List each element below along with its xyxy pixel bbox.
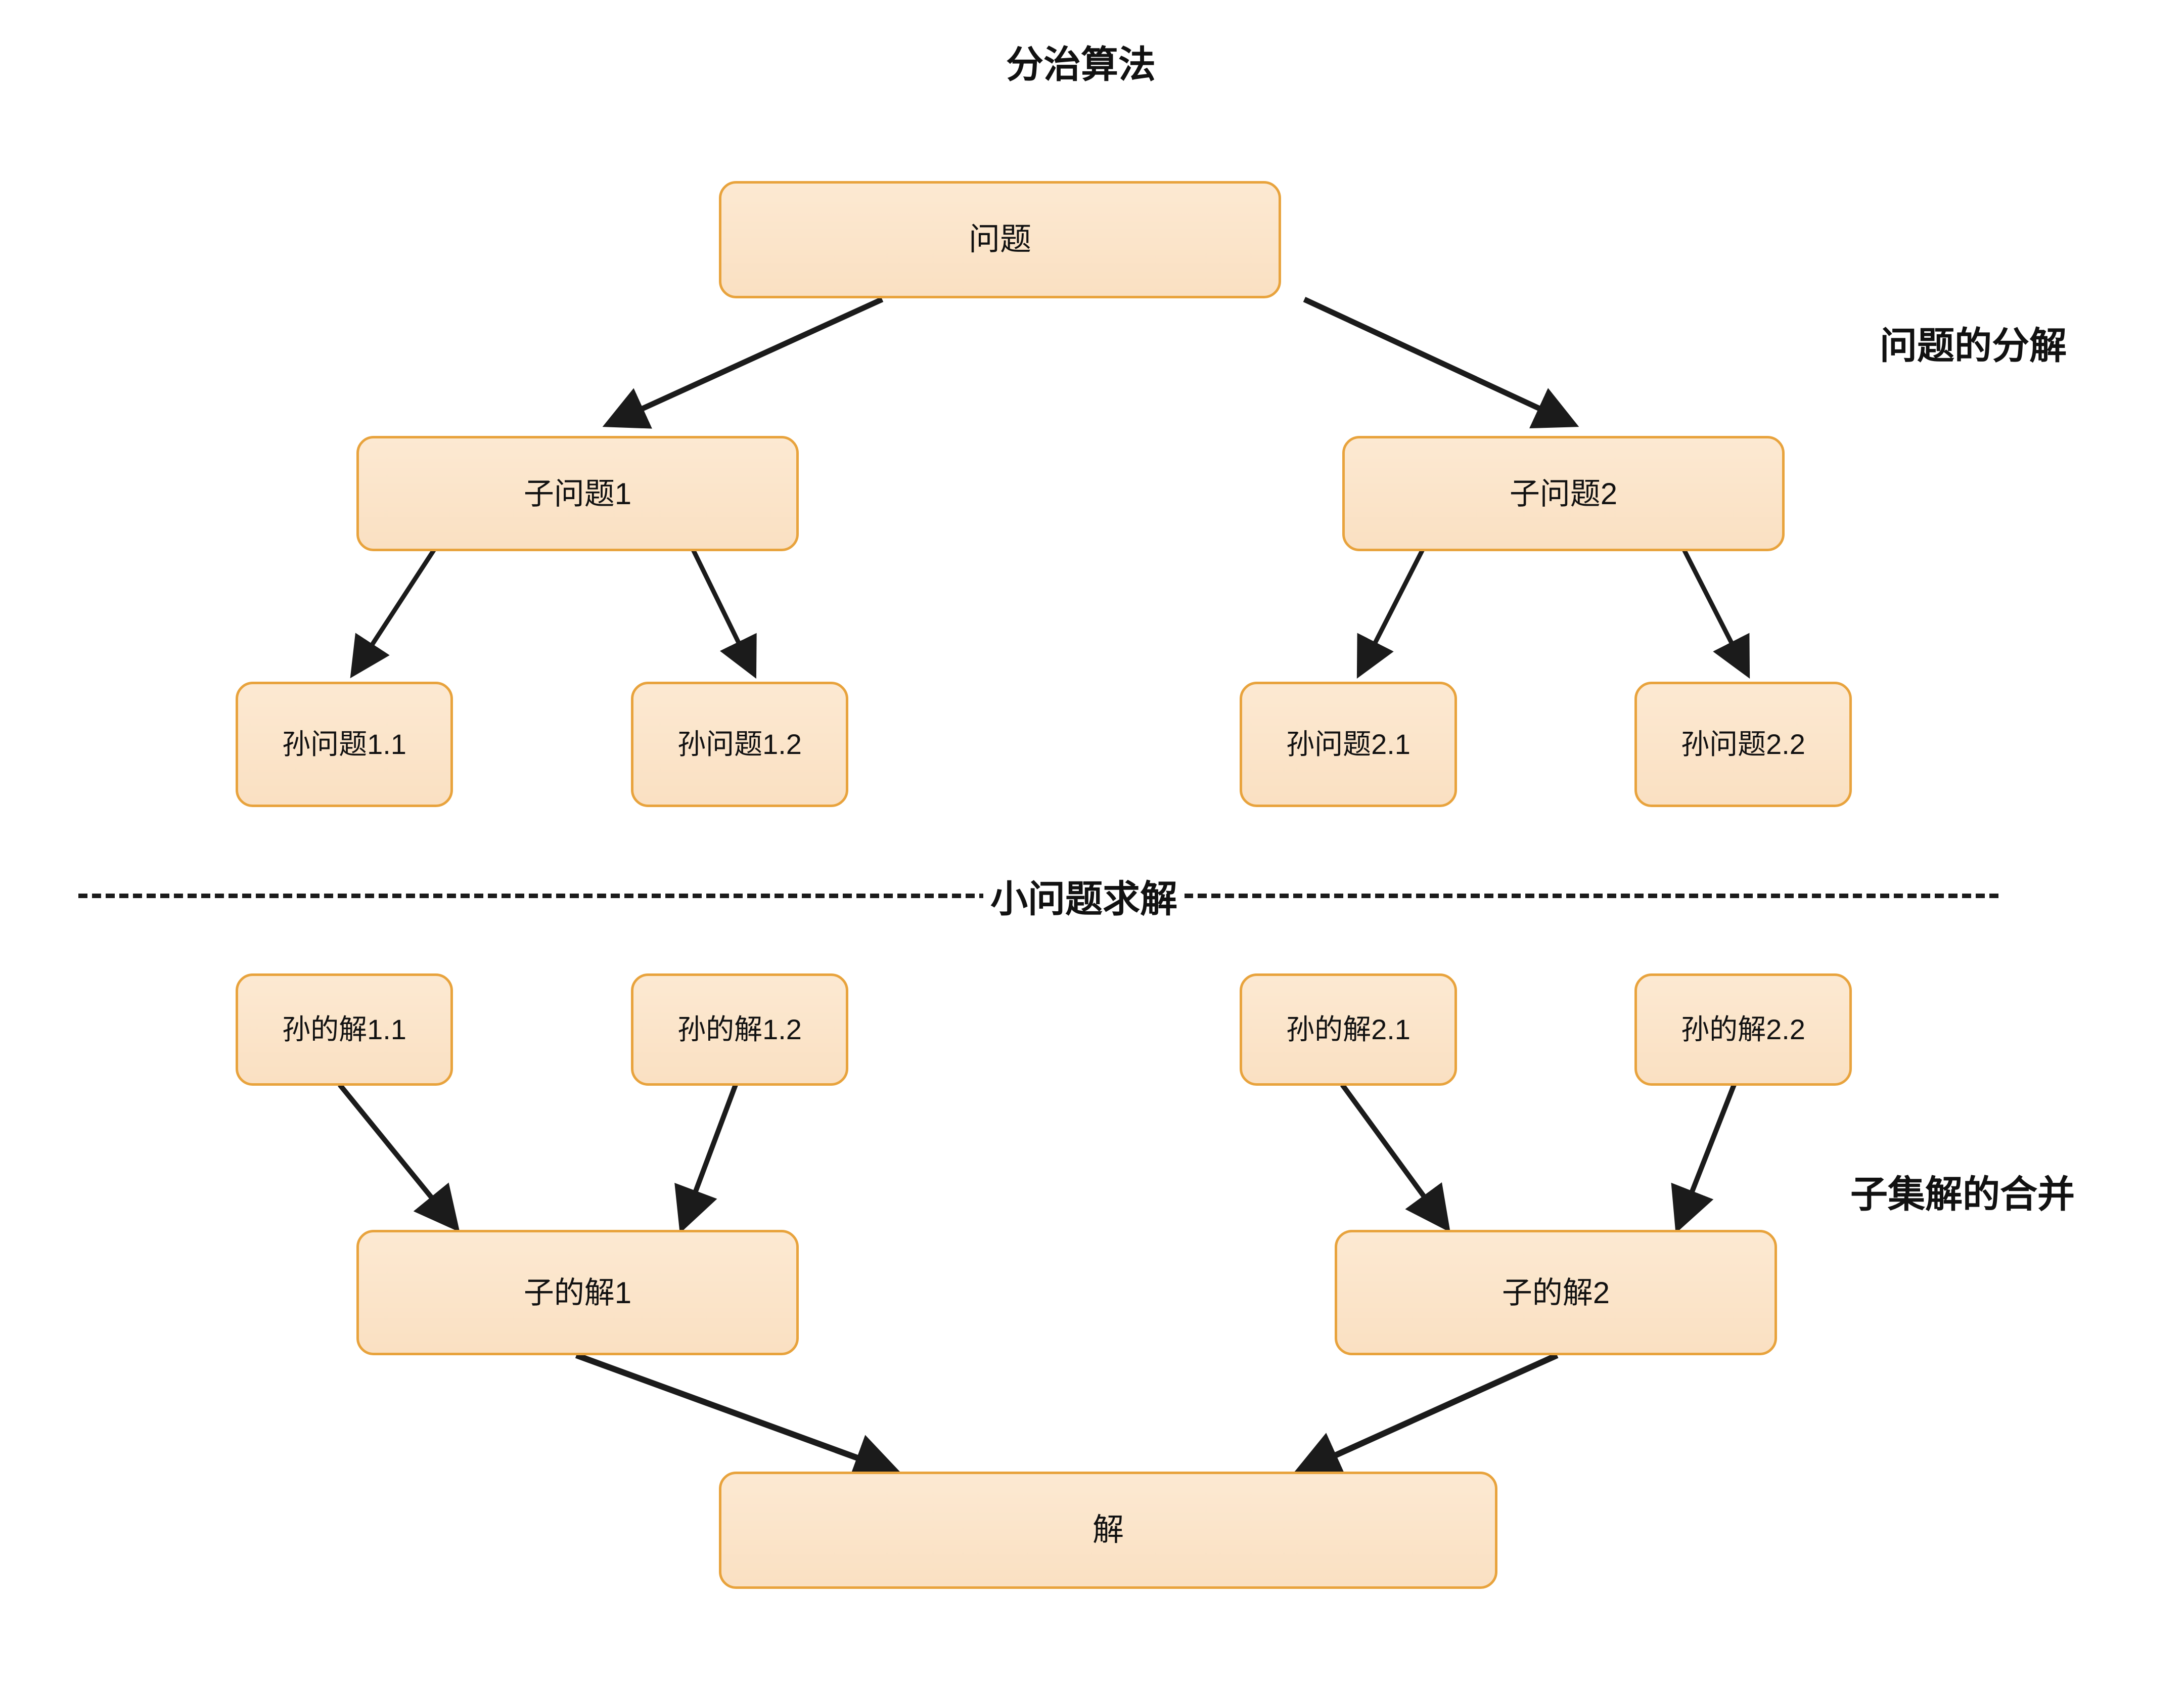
- node-grand-problem-1-1[interactable]: 孙问题1.1: [236, 682, 453, 807]
- node-grand-problem-1-2[interactable]: 孙问题1.2: [631, 682, 848, 807]
- node-grand-solution-1-2[interactable]: 孙的解1.2: [631, 973, 848, 1086]
- node-sub-problem-1[interactable]: 子问题1: [356, 436, 799, 551]
- node-final-solution-label: 解: [1092, 1513, 1124, 1548]
- node-sub-solution-1[interactable]: 子的解1: [356, 1230, 799, 1355]
- node-grand-solution-1-1-label: 孙的解1.1: [282, 1013, 406, 1045]
- page-title: 分治算法: [1006, 43, 1156, 85]
- node-final-solution[interactable]: 解: [719, 1472, 1497, 1589]
- divider-label: 小问题求解: [983, 869, 1185, 923]
- node-sub-problem-1-label: 子问题1: [523, 476, 632, 511]
- node-problem[interactable]: 问题: [719, 181, 1281, 298]
- node-grand-problem-2-1[interactable]: 孙问题2.1: [1240, 682, 1457, 807]
- node-grand-solution-2-2-label: 孙的解2.2: [1681, 1013, 1805, 1045]
- node-grand-problem-2-2[interactable]: 孙问题2.2: [1634, 682, 1852, 807]
- node-grand-solution-2-1-label: 孙的解2.1: [1286, 1013, 1410, 1045]
- node-grand-problem-1-1-label: 孙问题1.1: [282, 728, 406, 760]
- edge-sub2-to-grand21: [1356, 547, 1426, 679]
- node-grand-solution-2-1[interactable]: 孙的解2.1: [1240, 973, 1457, 1086]
- node-grand-problem-2-1-label: 孙问题2.1: [1286, 728, 1410, 760]
- edge-sub1-to-grand12: [690, 548, 757, 679]
- edge-sol2-to-solution: [1292, 1352, 1559, 1477]
- node-grand-problem-2-2-label: 孙问题2.2: [1681, 728, 1805, 760]
- edge-problem-to-sub2: [1303, 297, 1579, 429]
- node-sub-problem-2[interactable]: 子问题2: [1342, 436, 1785, 551]
- edge-gsol22-to-sol2: [1671, 1084, 1737, 1233]
- node-sub-problem-2-label: 子问题2: [1509, 476, 1618, 511]
- node-grand-solution-2-2[interactable]: 孙的解2.2: [1634, 973, 1852, 1086]
- edge-gsol12-to-sol1: [674, 1084, 738, 1234]
- node-problem-label: 问题: [968, 222, 1031, 257]
- edge-sub1-to-grand11: [350, 547, 437, 679]
- edge-problem-to-sub1: [602, 296, 884, 429]
- edge-gsol11-to-sol1: [338, 1083, 460, 1232]
- node-sub-solution-1-label: 子的解1: [523, 1275, 632, 1310]
- node-grand-solution-1-2-label: 孙的解1.2: [677, 1013, 802, 1045]
- edge-sol1-to-solution: [575, 1352, 903, 1481]
- annotation-merge: 子集解的合并: [1850, 1173, 2075, 1215]
- node-sub-solution-2-label: 子的解2: [1502, 1275, 1610, 1310]
- edge-sub2-to-grand22: [1681, 547, 1750, 679]
- annotation-decompose: 问题的分解: [1880, 325, 2067, 367]
- node-grand-solution-1-1[interactable]: 孙的解1.1: [236, 973, 453, 1086]
- node-grand-problem-1-2-label: 孙问题1.2: [677, 728, 802, 760]
- edge-gsol21-to-sol2: [1340, 1083, 1450, 1233]
- node-sub-solution-2[interactable]: 子的解2: [1335, 1230, 1777, 1355]
